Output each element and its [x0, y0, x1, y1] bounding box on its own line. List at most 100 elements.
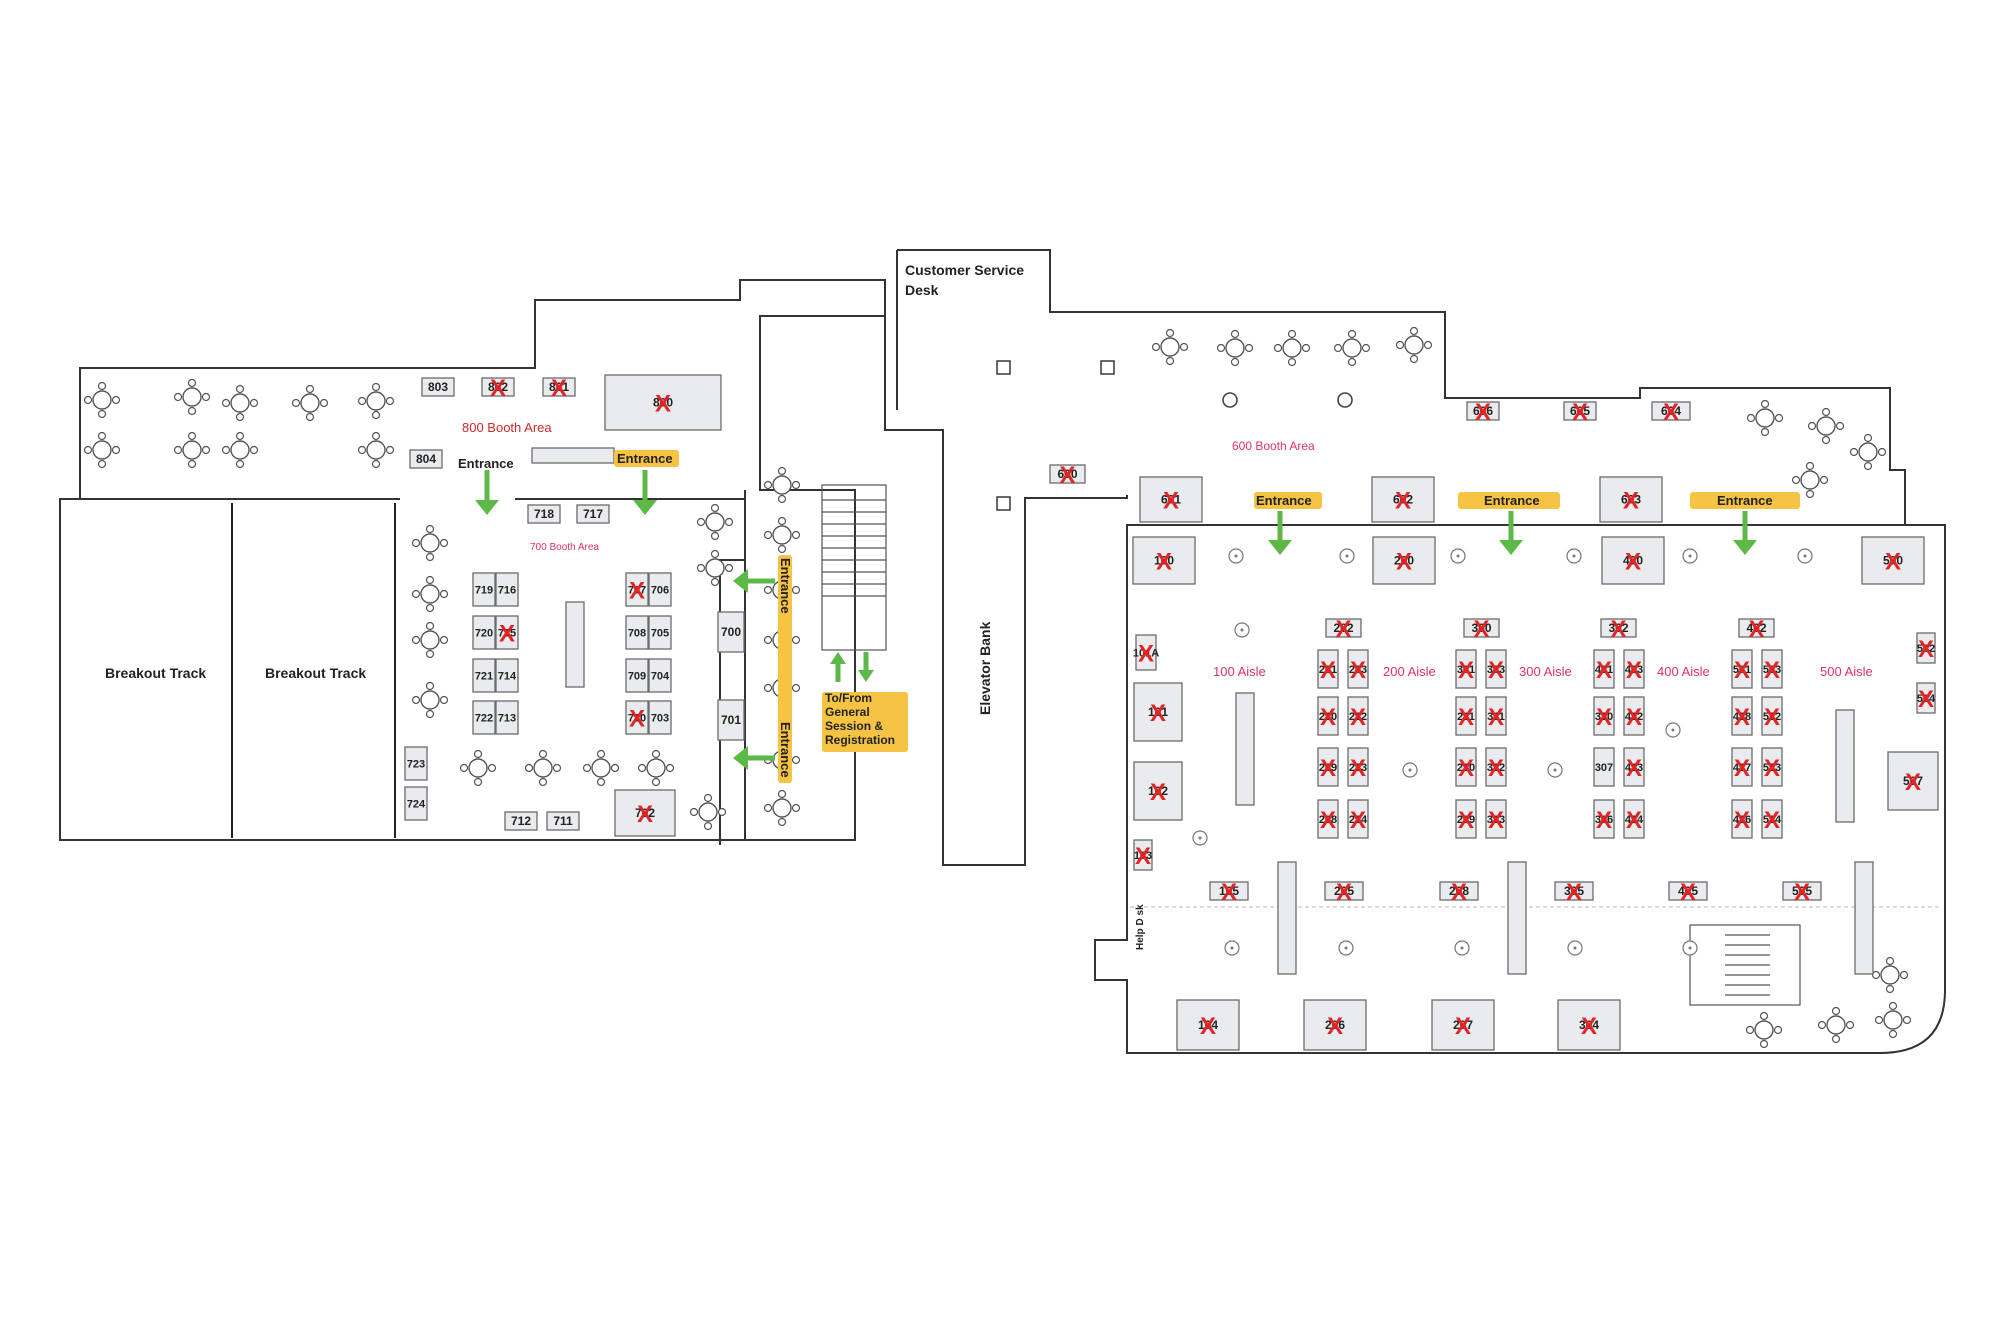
- booth-723[interactable]: 723: [404, 746, 428, 781]
- booth-721[interactable]: 721: [472, 658, 496, 693]
- booth-706[interactable]: 706: [648, 572, 672, 607]
- west-hall-wall: [59, 279, 886, 841]
- booth-712[interactable]: 712: [504, 811, 538, 831]
- booth-803[interactable]: 803: [421, 377, 455, 397]
- booth-724[interactable]: 724: [404, 786, 428, 821]
- booth-713[interactable]: 713: [495, 700, 519, 735]
- booth-722[interactable]: 722: [472, 700, 496, 735]
- booth-804[interactable]: 804: [409, 449, 443, 469]
- booth-705[interactable]: 705: [648, 615, 672, 650]
- booth-701[interactable]: 701: [717, 699, 745, 741]
- booth-718[interactable]: 718: [527, 504, 561, 524]
- booth-708[interactable]: 708: [625, 615, 649, 650]
- booth-700[interactable]: 700: [717, 611, 745, 653]
- booth-711[interactable]: 711: [546, 811, 580, 831]
- sold-x-mark: X: [1488, 704, 1504, 731]
- sold-x-mark: X: [1350, 704, 1366, 731]
- booth-720[interactable]: 720: [472, 615, 496, 650]
- booth-719[interactable]: 719: [472, 572, 496, 607]
- booth-703[interactable]: 703: [648, 700, 672, 735]
- booth-714[interactable]: 714: [495, 658, 519, 693]
- booth-box: [1303, 999, 1367, 1051]
- booth-307[interactable]: 307: [1593, 747, 1615, 787]
- booth-717[interactable]: 717: [576, 504, 610, 524]
- booth-704[interactable]: 704: [648, 658, 672, 693]
- booth-number: 416: [1733, 814, 1751, 826]
- booth-716[interactable]: 716: [495, 572, 519, 607]
- booth-709[interactable]: 709: [625, 658, 649, 693]
- booth-number: 102: [1148, 784, 1168, 798]
